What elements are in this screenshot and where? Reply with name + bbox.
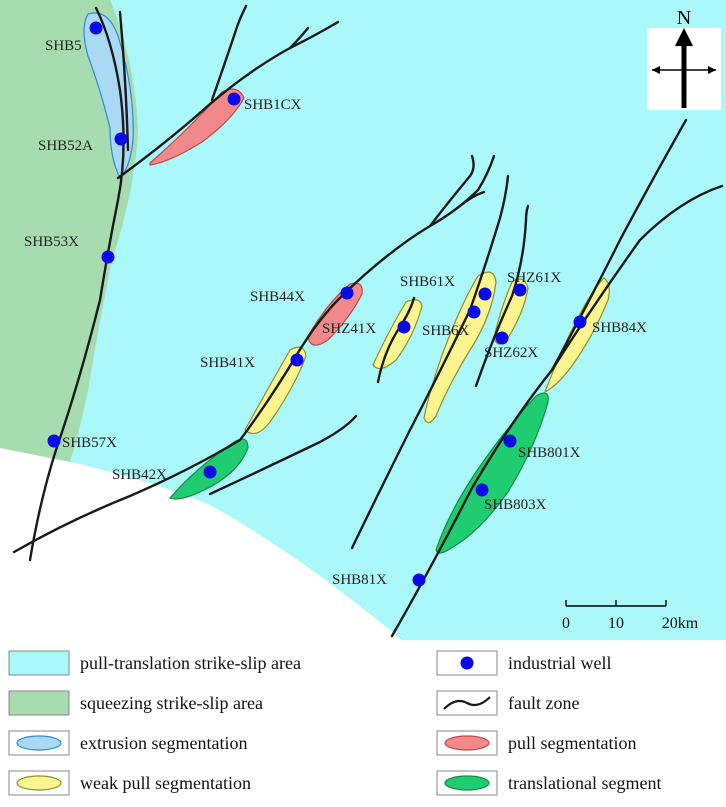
translational-swatch	[436, 770, 498, 796]
legend-label: industrial well	[508, 652, 612, 673]
fault-line	[474, 204, 530, 388]
pull-swatch	[436, 730, 498, 756]
industrial-wells	[47, 21, 587, 587]
well-label-shb57x: SHB57X	[62, 435, 117, 451]
fault-segmentation-map: SHB5 SHB1CX SHB52A SHB53X SHB44X SHB61X …	[0, 0, 726, 640]
well-label-shb53x: SHB53X	[24, 234, 79, 250]
well-marker	[340, 286, 354, 300]
pull-segment-shb1cx	[149, 88, 245, 166]
well-marker	[89, 21, 103, 35]
translational-segment-shb801x	[435, 392, 549, 554]
legend-label: weak pull segmentation	[80, 772, 251, 793]
well-label-shb61x: SHB61X	[400, 274, 455, 290]
well-label-shz41x: SHZ41X	[322, 321, 376, 337]
fault-line	[116, 20, 340, 180]
well-label-shb81x: SHB81X	[332, 572, 387, 588]
well-marker	[503, 434, 517, 448]
scale-tick-label: 20km	[662, 615, 699, 632]
well-swatch	[436, 650, 498, 676]
legend-item-extrusion-segmentation: extrusion segmentation	[8, 728, 247, 758]
well-marker	[397, 320, 411, 334]
squeezing-strike-slip-area	[0, 0, 138, 462]
map-legend: pull-translation strike-slip area squeez…	[0, 640, 726, 807]
blank-area	[0, 448, 402, 640]
legend-item-fault-zone: fault zone	[436, 688, 579, 718]
compass-north-label: N	[677, 7, 691, 29]
well-label-shb52a: SHB52A	[38, 138, 93, 154]
well-marker	[412, 573, 426, 587]
fault-line	[458, 190, 486, 208]
fault-line	[208, 414, 358, 496]
legend-item-weak-pull-segmentation: weak pull segmentation	[8, 768, 251, 798]
fault-line	[550, 118, 688, 372]
well-labels: SHB5 SHB1CX SHB52A SHB53X SHB44X SHB61X …	[24, 38, 647, 588]
extrusion-swatch	[8, 730, 70, 756]
well-marker	[573, 315, 587, 329]
fault-line	[428, 154, 475, 228]
fault-zones	[12, 4, 724, 638]
well-label-shb41x: SHB41X	[200, 355, 255, 371]
legend-label: pull-translation strike-slip area	[80, 652, 301, 673]
fault-line	[288, 26, 310, 50]
legend-item-pull-translation-area: pull-translation strike-slip area	[8, 648, 301, 678]
well-label-shb801x: SHB801X	[518, 445, 581, 461]
scale-tick-label: 0	[562, 615, 570, 632]
weak-pull-swatch	[8, 770, 70, 796]
fault-line	[376, 296, 416, 384]
well-marker	[47, 434, 61, 448]
well-label-shb1cx: SHB1CX	[244, 97, 302, 113]
legend-item-translational-segment: translational segment	[436, 768, 661, 798]
north-compass: N	[647, 7, 721, 110]
squeezing-swatch	[8, 690, 70, 716]
well-label-shb5: SHB5	[45, 38, 82, 54]
well-marker	[203, 465, 217, 479]
pull-translation-swatch	[8, 650, 70, 676]
well-marker	[227, 92, 241, 106]
scale-bar: 0 10 20km	[562, 600, 699, 632]
fault-swatch	[436, 690, 498, 716]
well-label-shb803x: SHB803X	[484, 497, 547, 513]
legend-item-pull-segmentation: pull segmentation	[436, 728, 636, 758]
well-label-shb84x: SHB84X	[592, 320, 647, 336]
scale-tick-label: 10	[608, 615, 624, 632]
well-marker	[290, 353, 304, 367]
well-marker	[495, 331, 509, 345]
well-label-shb6x: SHB6X	[422, 323, 470, 339]
fault-line	[350, 174, 510, 550]
legend-label: squeezing strike-slip area	[80, 692, 263, 713]
well-label-shb44x: SHB44X	[250, 289, 305, 305]
fault-line	[118, 10, 130, 152]
fault-line	[210, 4, 248, 102]
well-label-shz62x: SHZ62X	[484, 345, 538, 361]
well-marker	[478, 287, 492, 301]
legend-label: translational segment	[508, 772, 662, 793]
well-marker	[467, 305, 481, 319]
legend-label: pull segmentation	[508, 732, 637, 753]
fault-line	[28, 6, 125, 562]
well-label-shb42x: SHB42X	[112, 467, 167, 483]
legend-item-industrial-well: industrial well	[436, 648, 611, 678]
well-marker	[114, 132, 128, 146]
well-marker	[475, 483, 489, 497]
well-label-shz61x: SHZ61X	[507, 270, 561, 286]
legend-label: extrusion segmentation	[80, 732, 248, 753]
well-marker	[513, 283, 527, 297]
legend-label: fault zone	[508, 692, 580, 713]
well-marker	[101, 250, 115, 264]
legend-item-squeezing-area: squeezing strike-slip area	[8, 688, 263, 718]
weak-pull-segment-shz41x	[372, 299, 423, 370]
